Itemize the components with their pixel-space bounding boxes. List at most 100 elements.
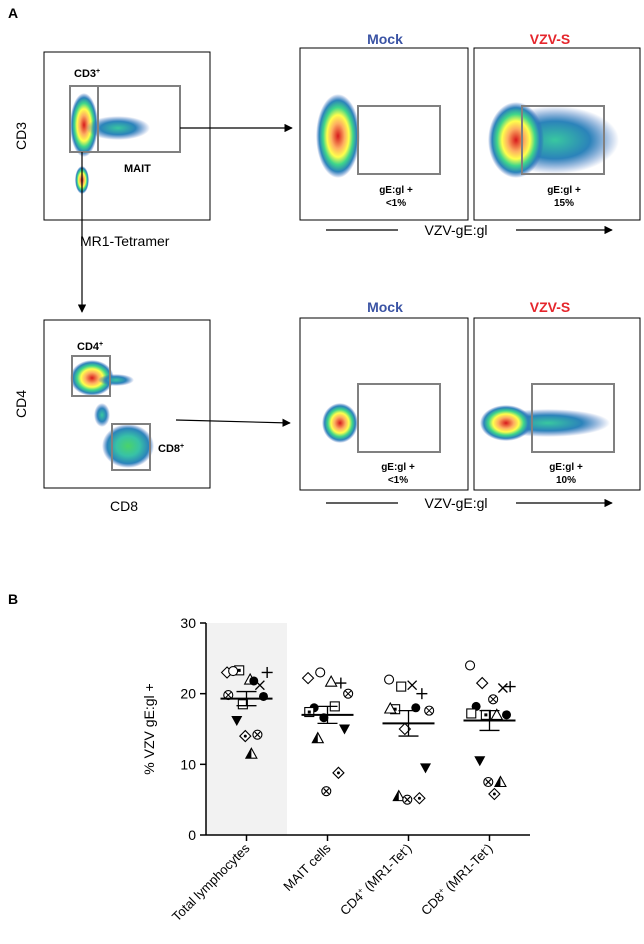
data-point-triangle-open [490,708,504,720]
data-point-diamond-open [475,676,489,690]
condition-label: Mock [367,299,403,315]
mait-gate [97,85,181,153]
data-point-circle-cross [223,690,234,701]
data-point-square-open [237,699,248,710]
gate-box [531,383,615,453]
x-axis-label: MR1-Tetramer [80,233,170,249]
data-point-circle-cross [343,688,354,699]
data-point-square-open [396,681,407,692]
data-point-triangle-half [392,789,406,802]
top-sample-vzv-s: VZV-S gE:gl + 15% [473,31,641,221]
data-point-triangle-down-filled [420,763,432,774]
cd4-cd8-gating-plot: CD4+ CD8+ CD4 CD8 [13,319,211,514]
y-tick-label: 20 [180,686,196,702]
gate-value: 15% [554,198,574,209]
data-point-circle-x [483,776,494,788]
data-point-diamond-dot [239,729,252,743]
y-tick-label: 30 [180,615,196,631]
bottom-sample-vzv-s: VZV-S gE:gl + 10% [473,299,641,491]
data-point-triangle-down-filled [231,716,243,727]
data-point-circle-x [321,786,332,797]
x-tick-label: MAIT cells [280,840,334,894]
bottom-sample-mock: Mock gE:gl + <1% [299,299,469,491]
gate-box [357,105,441,175]
cd3-mr1-gating-plot: CD3+ MAIT CD3 MR1-Tetramer [13,51,211,249]
density-cloud [322,403,358,443]
data-point-triangle-down-filled [474,756,486,767]
bridge-density [94,403,110,427]
data-point-plus [504,681,516,693]
data-point-triangle-half [494,775,507,788]
cd3-density-main [70,93,98,157]
data-point-diamond-open [301,671,315,685]
data-point-triangle-half [311,731,325,744]
gate-value: <1% [386,198,406,209]
data-point-triangle-down-filled [339,724,351,735]
cd8-gate [111,423,151,471]
cd4-gate [71,355,111,397]
gate-label: gE:gl + [549,462,583,473]
density-cloud [316,94,360,178]
data-point-circle-open [384,674,395,685]
cd4-gate-label: CD4+ [77,341,103,353]
data-point-circle-open [228,666,239,677]
data-point-plus [335,677,347,689]
data-point-circle-filled [502,710,512,720]
data-point-circle-x [402,794,413,805]
data-point-plus [261,666,273,678]
panel-b-label: B [8,591,18,607]
data-point-plus [416,688,428,700]
gate-label: gE:gl + [381,462,415,473]
mait-density [86,116,150,140]
data-point-circle-filled [259,691,269,701]
data-point-diamond-dot [488,787,501,801]
y-tick-label: 10 [180,756,196,772]
gate-label: gE:gl + [547,185,581,196]
data-point-square-dot [304,706,315,718]
data-point-cross-x [497,683,508,694]
mait-gate-label: MAIT [124,163,151,175]
x-tick-label: CD8+ (MR1-Tet-) [418,841,496,919]
y-axis-label: CD3 [13,122,29,150]
top-x-axis-label: VZV-gE:gl [424,222,487,238]
data-point-circle-cross [488,694,499,705]
x-tick-label: CD4+ (MR1-Tet-) [337,841,415,919]
density-cloud [480,405,532,441]
x-axis-label: CD8 [110,498,138,514]
gate-value: <1% [388,475,408,486]
condition-label: VZV-S [530,299,570,315]
plot-frame [473,317,641,491]
panel-a-label: A [8,5,18,21]
y-axis-label: CD4 [13,390,29,418]
cd4-tail [98,374,134,386]
data-point-circle-cross [424,705,435,716]
data-point-circle-filled [249,676,259,686]
cd8-density [102,424,154,468]
data-point-triangle-open [383,701,397,714]
condition-label: VZV-S [530,31,570,47]
data-point-cross-x [407,680,418,691]
data-point-square-open [466,708,477,719]
gate-value: 10% [556,475,576,486]
bottom-x-axis-label: VZV-gE:gl [424,495,487,511]
cd8-gate-label: CD8+ [158,443,184,455]
data-point-triangle-half [244,747,258,759]
data-point-diamond-dot [413,791,426,805]
x-tick-label: Total lymphocytes [169,840,253,924]
density-cloud [488,102,544,178]
data-point-diamond-dot [332,766,345,780]
gate-box [357,383,441,453]
condition-label: Mock [367,31,403,47]
top-sample-mock: Mock gE:gl + <1% [299,31,469,221]
cd4-density [70,360,114,396]
y-tick-label: 0 [188,827,196,843]
gate-label: gE:gl + [379,185,413,196]
data-point-triangle-open [324,675,338,687]
arrow-to-bottom-samples [175,418,291,427]
shaded-category-band [206,623,287,835]
cd3-gate-label: CD3+ [74,68,100,80]
gate-box [521,105,605,175]
data-point-circle-open [315,667,326,678]
